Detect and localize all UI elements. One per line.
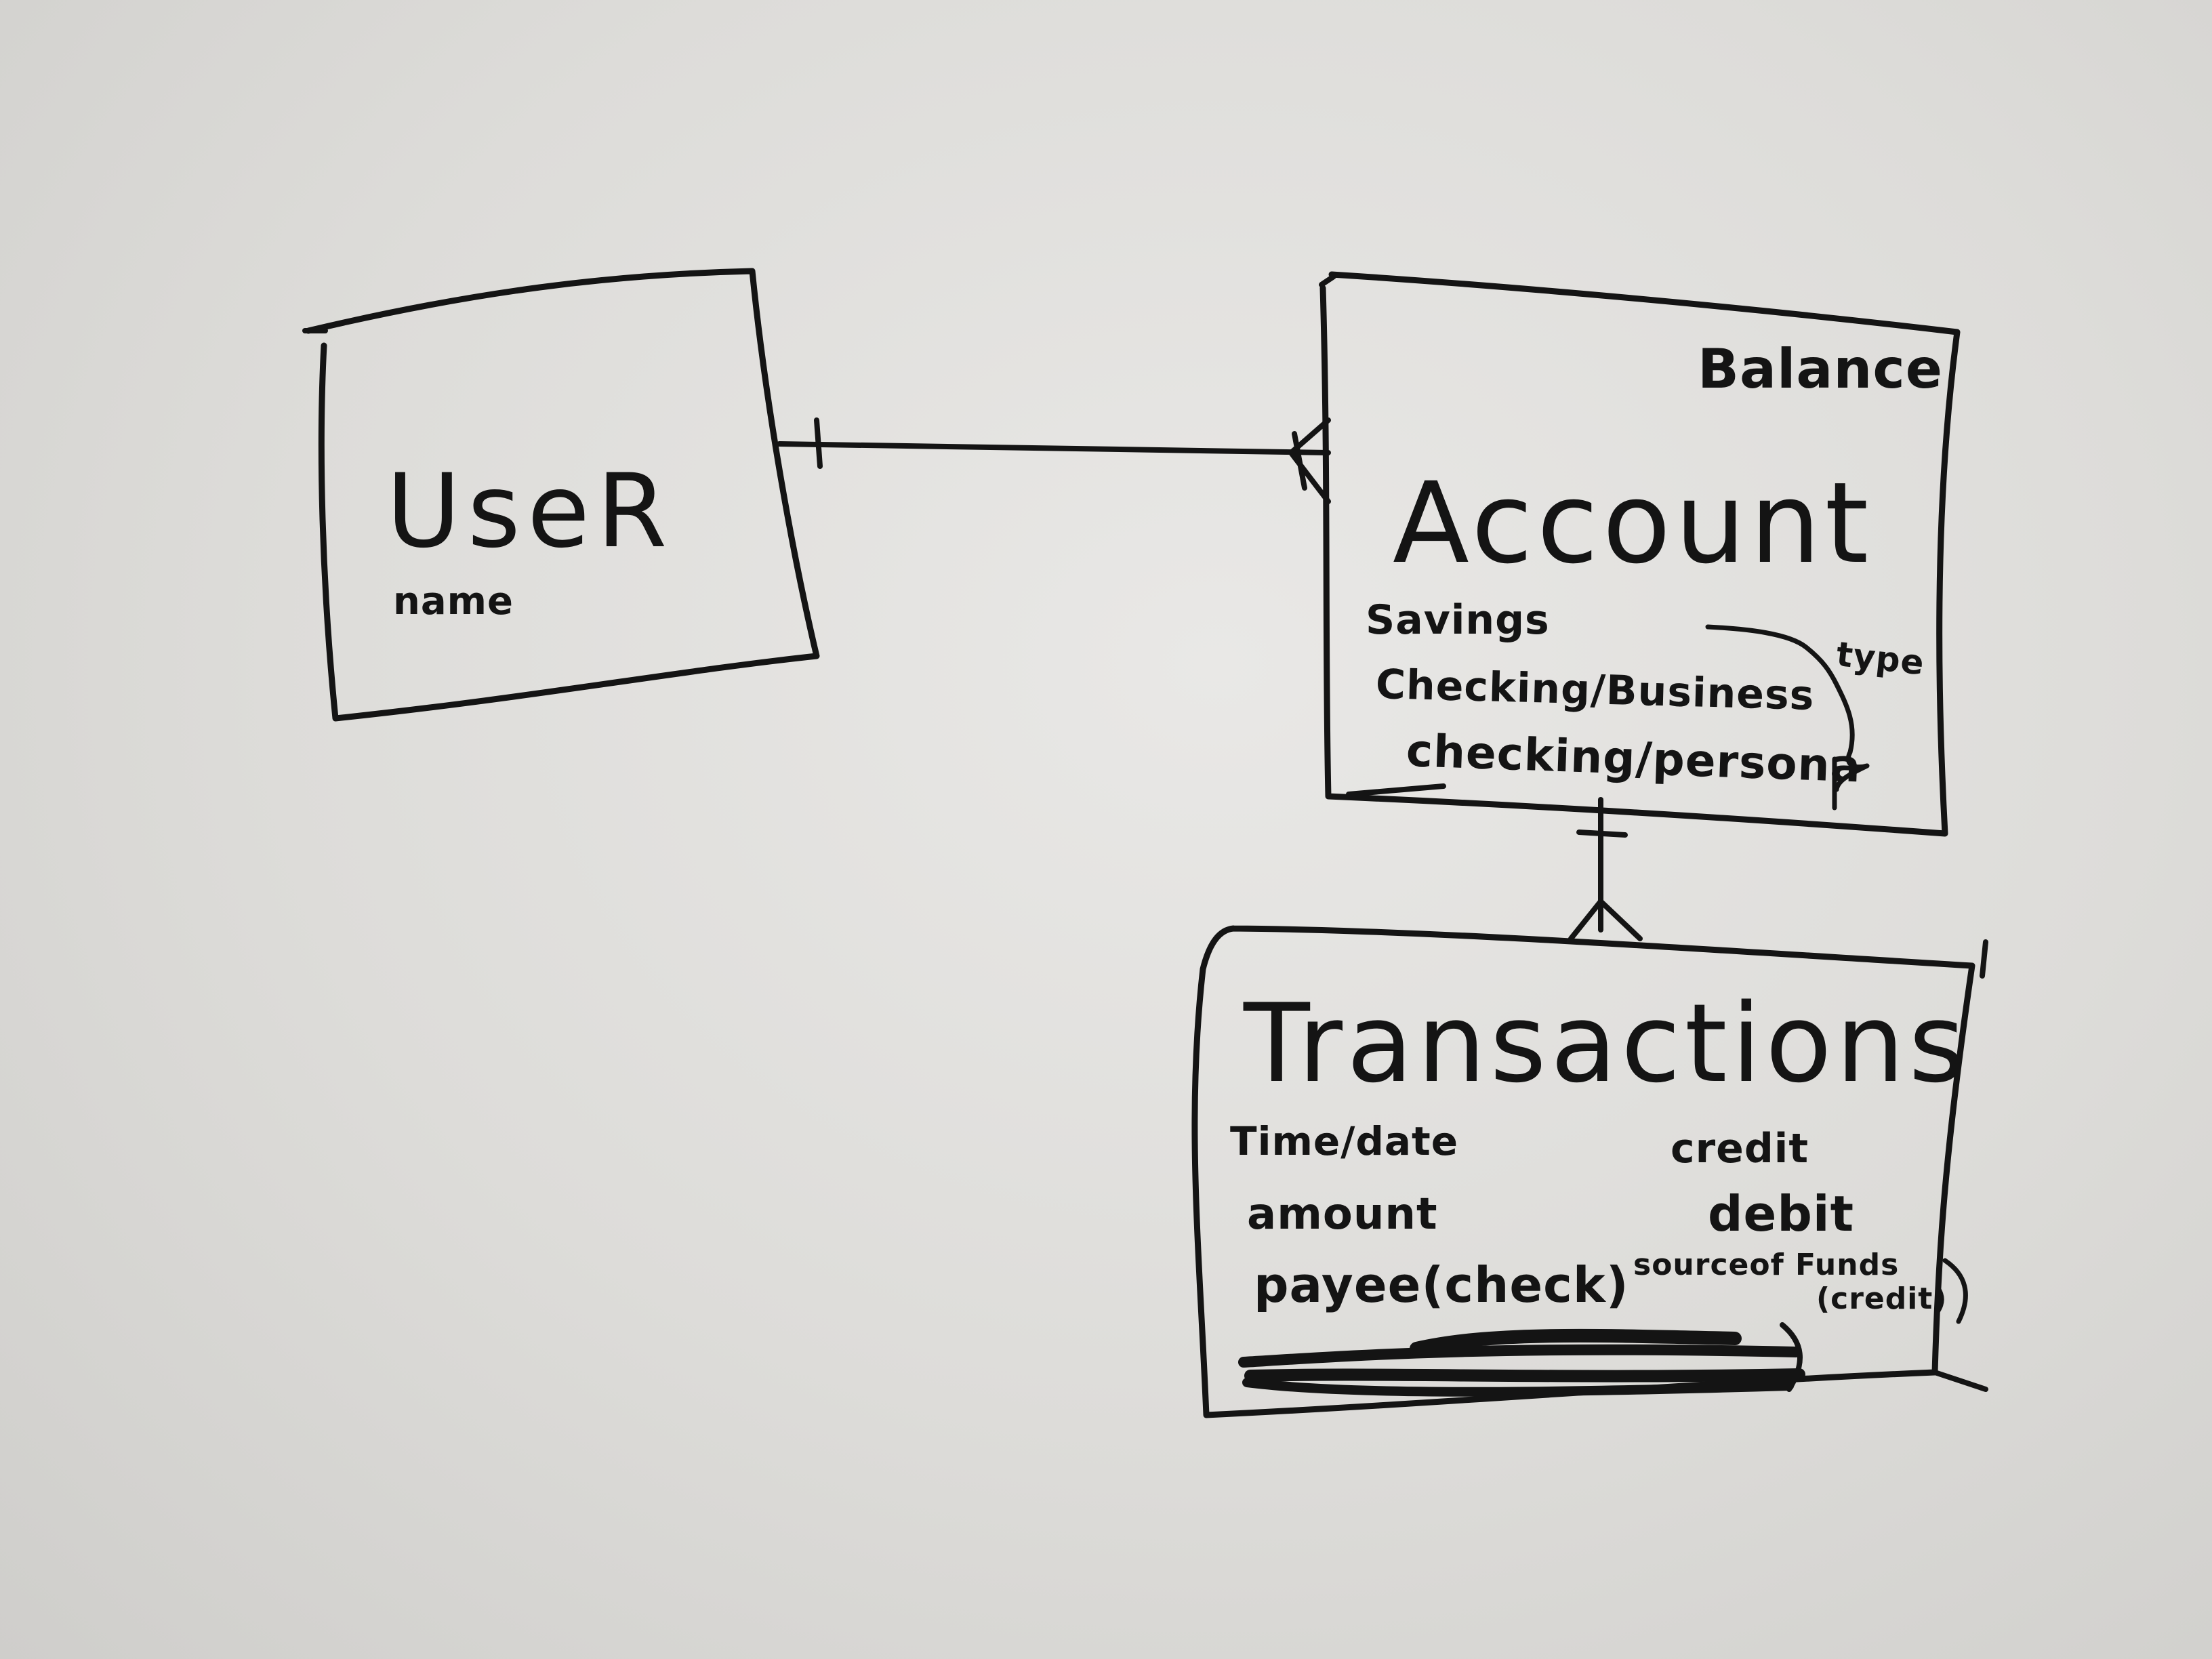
account-entity-title: Account — [1393, 458, 1873, 588]
transactions-source-of-funds-note: (credit) — [1816, 1282, 1948, 1316]
user-entity-box — [305, 268, 820, 722]
many-crowfoot-left — [1568, 899, 1603, 941]
account-balance-attribute: Balance — [1698, 337, 1943, 401]
user-name-attribute: name — [393, 579, 514, 623]
transactions-time-date-attribute: Time/date — [1230, 1118, 1459, 1164]
user-entity-title: UseR — [386, 453, 674, 571]
transactions-payee-attribute: payee(check) — [1254, 1256, 1629, 1313]
transactions-box-right-extension — [1980, 939, 1988, 979]
one-cardinality-bar — [1576, 830, 1628, 838]
type-bracket — [1705, 624, 1870, 792]
many-crowfoot-bar — [1292, 431, 1307, 491]
transactions-credit-attribute: credit — [1671, 1125, 1809, 1172]
transactions-amount-attribute: amount — [1247, 1189, 1438, 1240]
transactions-entity-box — [1191, 925, 1975, 1418]
transactions-source-of-funds-attribute: sourceof Funds — [1633, 1248, 1900, 1282]
scribbled-out-text — [1238, 1322, 1805, 1397]
user-account-relationship — [777, 417, 1331, 504]
account-transactions-relationship — [1568, 797, 1643, 941]
one-cardinality-bar — [814, 417, 823, 469]
account-entity-box — [1319, 271, 1961, 837]
transactions-entity-title: Transactions — [1244, 980, 1969, 1107]
source-funds-bracket — [1942, 1258, 1968, 1324]
account-type-checking-business: Checking/Business — [1375, 661, 1816, 720]
many-crowfoot-right — [1598, 899, 1643, 941]
account-type-savings: Savings — [1366, 596, 1550, 644]
account-type-label: type — [1834, 634, 1927, 683]
relationship-line — [777, 441, 1331, 455]
account-box-left-tick — [1319, 274, 1336, 287]
account-box-bottom-scribble — [1346, 783, 1446, 797]
transactions-debit-attribute: debit — [1708, 1185, 1855, 1242]
transactions-box-bottom-extension — [1932, 1370, 1988, 1392]
